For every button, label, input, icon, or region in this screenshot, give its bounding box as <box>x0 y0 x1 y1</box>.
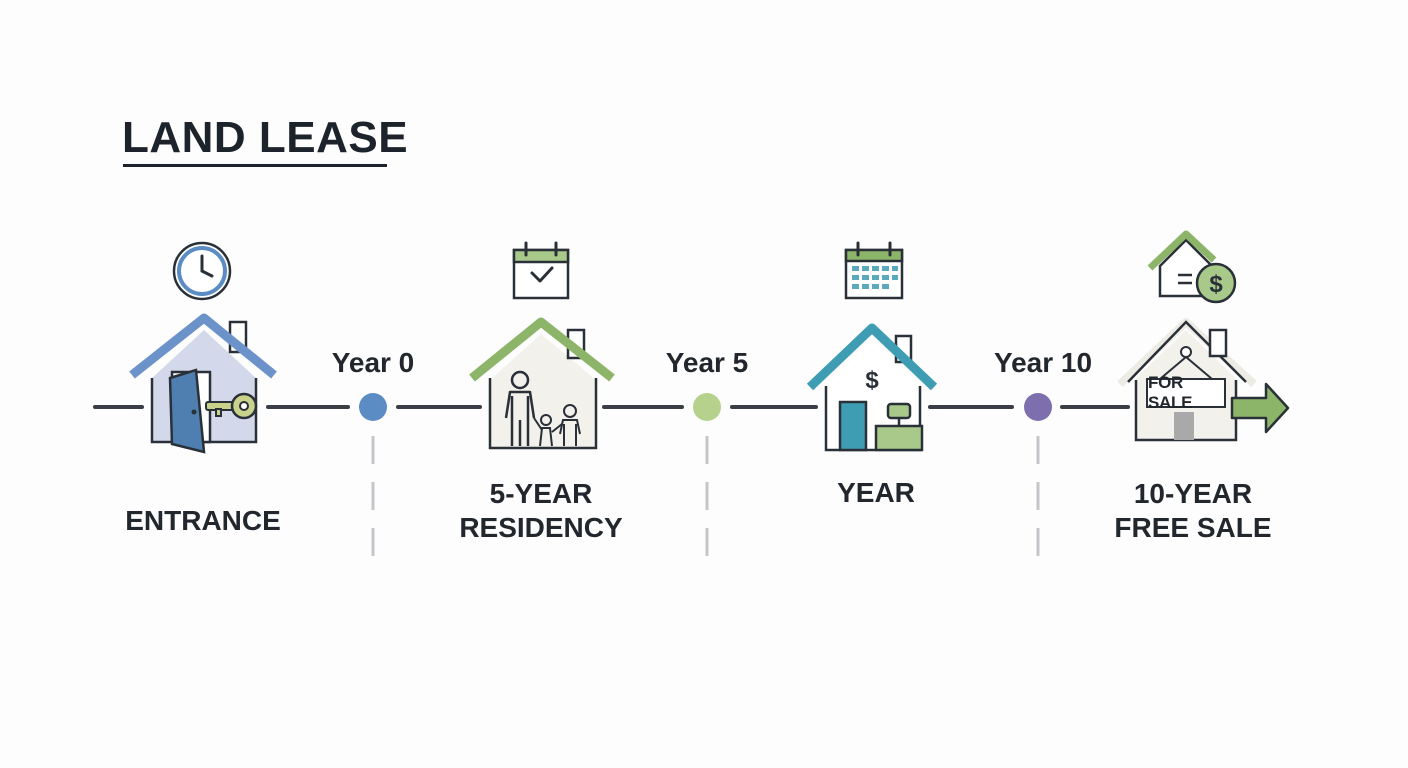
title-underline <box>123 164 387 167</box>
stage-label-free-sale: 10-YEAR FREE SALE <box>1083 477 1303 545</box>
milestone-label-year-10: Year 10 <box>993 347 1093 378</box>
milestone-label-year-0: Year 0 <box>331 347 415 378</box>
house-with-open-door-icon <box>129 313 277 454</box>
stage-label-entrance: ENTRANCE <box>103 504 303 538</box>
milestone-dot-year-5 <box>693 393 721 421</box>
stage-label-line: 5-YEAR <box>489 478 593 509</box>
clock-icon <box>172 241 232 301</box>
stage-label-line: 10-YEAR <box>1133 478 1253 509</box>
key-icon <box>205 392 258 420</box>
stage-label-line: ENTRANCE <box>125 505 281 536</box>
stage-label-line: YEAR <box>837 477 915 508</box>
house-dollar-icon: $ <box>1147 230 1237 304</box>
milestone-dot-year-0 <box>359 393 387 421</box>
milestone-separators <box>371 436 1040 562</box>
stage-label-residency: 5-YEAR RESIDENCY <box>431 477 651 545</box>
house-with-family-icon <box>469 317 615 450</box>
milestone-dot-year-10 <box>1024 393 1052 421</box>
milestone-label-year-5: Year 5 <box>665 347 749 378</box>
calendar-check-icon <box>512 241 570 300</box>
svg-text:$: $ <box>1209 271 1223 298</box>
house-with-dollar-icon: $ <box>806 323 938 452</box>
page-title: LAND LEASE <box>122 113 409 162</box>
for-sale-sign: FOR SALE <box>1146 373 1226 412</box>
stage-label-line: FREE SALE <box>1114 512 1272 543</box>
svg-text:$: $ <box>865 367 879 394</box>
arrow-right-icon <box>1230 382 1290 434</box>
calendar-grid-icon <box>844 241 904 300</box>
stage-label-line: RESIDENCY <box>459 512 623 543</box>
for-sale-sign-text: FOR SALE <box>1148 373 1193 412</box>
stage-label-year: YEAR <box>776 476 976 510</box>
